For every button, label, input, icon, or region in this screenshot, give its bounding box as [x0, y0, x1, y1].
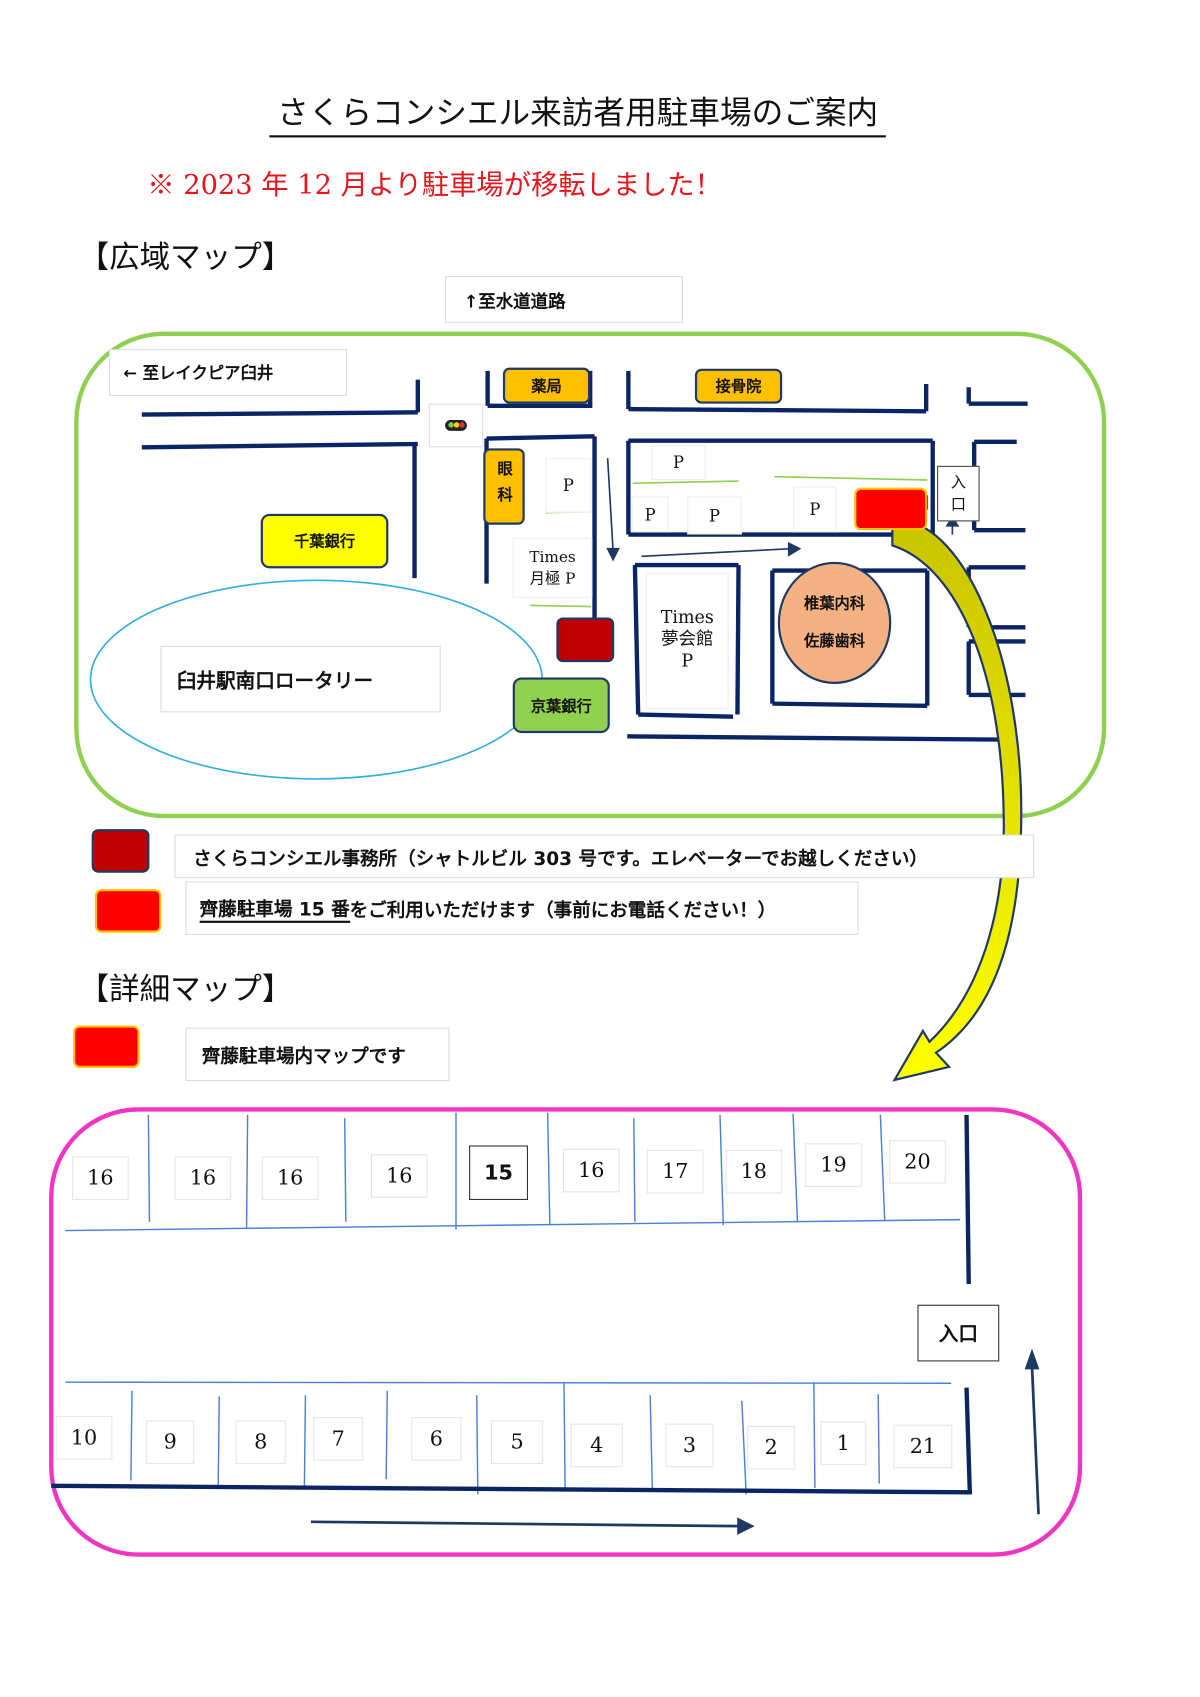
- curved-arrow-icon: [891, 519, 1023, 1082]
- clinic-name-dental: 佐藤歯科: [803, 632, 866, 651]
- parking-stall: 7: [313, 1417, 364, 1461]
- legend-parking-swatch: [94, 889, 162, 933]
- relocation-notice: ※ 2023 年 12 月より駐車場が移転しました！: [147, 169, 722, 201]
- detail-caption-box: 齊藤駐車場内マップです: [185, 1027, 450, 1082]
- legend-parking-text-box: 齊藤駐車場 15 番をご利用いただけます（事前にお電話ください！）: [185, 881, 859, 935]
- direction-label-north: ↑至水道道路: [445, 275, 683, 323]
- entrance-label-wide: 入 口: [937, 465, 980, 522]
- detail-map-frame: [49, 1107, 1083, 1557]
- clinic-marker: 椎葉内科 佐藤歯科: [777, 561, 892, 684]
- parking-p: P: [631, 496, 669, 533]
- parking-stall: 16: [71, 1156, 129, 1200]
- direction-text-north: ↑至水道道路: [463, 290, 566, 312]
- entrance-char-2: 口: [950, 495, 966, 514]
- times-yumekaikan-line-3: P: [681, 650, 694, 671]
- parking-stall: 8: [235, 1420, 286, 1464]
- detail-entrance-text: 入口: [938, 1323, 978, 1347]
- parking-p: P: [793, 486, 837, 533]
- wide-map-frame: [74, 331, 1107, 819]
- detail-map-heading: 【詳細マップ】: [78, 970, 293, 1007]
- eye-clinic-label: 眼科: [483, 448, 525, 525]
- parking-stall: 1: [820, 1421, 867, 1466]
- parking-stall: 5: [490, 1420, 544, 1464]
- office-location-marker: [556, 617, 615, 663]
- wide-map-heading: 【広域マップ】: [78, 238, 293, 275]
- parking-stall: 18: [725, 1149, 783, 1194]
- times-yumekaikan-parking: Times 夢会館 P: [645, 572, 729, 710]
- times-yumekaikan-line-2: 夢会館: [661, 628, 714, 650]
- detail-caption-text: 齊藤駐車場内マップです: [201, 1046, 406, 1068]
- parking-p: P: [651, 445, 706, 480]
- parking-stall: 16: [562, 1148, 620, 1193]
- detail-arrows: [310, 1348, 1040, 1535]
- parking-stall: 17: [646, 1149, 704, 1194]
- parking-stall: 3: [665, 1423, 714, 1468]
- entrance-char-1: 入: [950, 473, 966, 492]
- parking-location-marker: [854, 487, 928, 531]
- parking-stall: 10: [55, 1415, 113, 1460]
- times-monthly-parking: Times 月極 P: [512, 537, 593, 598]
- parking-stall: 9: [146, 1420, 195, 1464]
- parking-stall-highlighted: 15: [469, 1145, 528, 1200]
- traffic-light-icon: [445, 419, 467, 431]
- parking-p: P: [687, 496, 742, 535]
- times-monthly-line-1: Times: [529, 548, 576, 566]
- times-monthly-line-2: 月極 P: [529, 569, 576, 588]
- legend-parking-stall: 齊藤駐車場 15 番: [199, 893, 350, 923]
- rotary-label: 臼井駅南口ロータリー: [160, 645, 441, 713]
- detail-caption-swatch: [73, 1025, 140, 1068]
- page-title: さくらコンシエル来訪者用駐車場のご案内: [269, 87, 886, 138]
- legend-parking-text: をご利用いただけます（事前にお電話ください！）: [349, 899, 777, 922]
- parking-stall: 6: [411, 1417, 462, 1461]
- parking-stall: 2: [747, 1425, 796, 1470]
- parking-stall: 16: [261, 1156, 319, 1200]
- times-yumekaikan-line-1: Times: [660, 606, 714, 628]
- keiyo-bank-label: 京葉銀行: [512, 677, 610, 734]
- legend-office-swatch: [91, 829, 150, 873]
- direction-label-west: ← 至レイクピア臼井: [109, 349, 347, 396]
- parking-stall: 4: [570, 1423, 623, 1468]
- parking-p: P: [545, 458, 592, 513]
- bonesetter-label: 接骨院: [694, 368, 783, 404]
- direction-text-west: ← 至レイクピア臼井: [123, 363, 274, 383]
- detail-entrance-label: 入口: [917, 1304, 1000, 1362]
- chiba-bank-label: 千葉銀行: [260, 513, 389, 569]
- parking-stall: 16: [370, 1154, 428, 1198]
- clinic-name-internal: 椎葉内科: [803, 595, 866, 614]
- parking-stall: 21: [893, 1424, 953, 1469]
- parking-stall: 16: [174, 1156, 232, 1200]
- parking-stall: 19: [805, 1143, 862, 1187]
- rotary-text: 臼井駅南口ロータリー: [176, 669, 374, 693]
- legend-office-text-box: さくらコンシエル事務所（シャトルビル 303 号です。エレベーターでお越しくださ…: [174, 834, 1035, 879]
- legend-office-text: さくらコンシエル事務所（シャトルビル 303 号です。エレベーターでお越しくださ…: [193, 848, 928, 870]
- parking-stall: 20: [889, 1139, 946, 1184]
- eye-clinic-text: 眼科: [495, 460, 513, 513]
- pharmacy-label: 薬局: [502, 367, 591, 404]
- stall-lines: [65, 1112, 961, 1495]
- traffic-light-box: [428, 403, 484, 448]
